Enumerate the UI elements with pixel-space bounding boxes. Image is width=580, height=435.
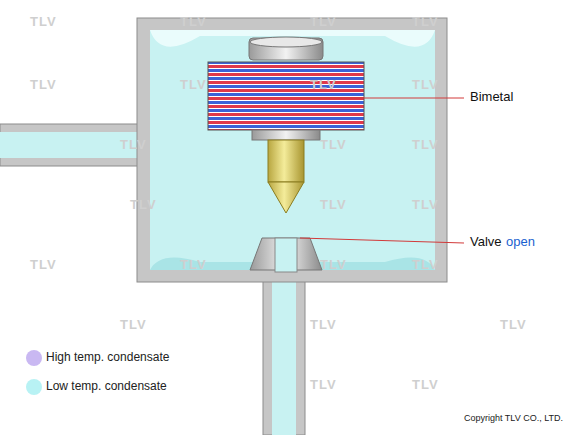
legend-text: High temp. condensate xyxy=(46,351,169,365)
watermark: TLV xyxy=(412,15,439,30)
watermark: TLV xyxy=(120,318,147,333)
state-label: open xyxy=(506,235,535,250)
watermark: TLV xyxy=(320,138,347,153)
watermark: TLV xyxy=(120,138,147,153)
part-label: Valve xyxy=(470,235,502,250)
watermark: TLV xyxy=(310,78,337,93)
legend-swatch xyxy=(26,379,42,395)
watermark: TLV xyxy=(412,138,439,153)
watermark: TLV xyxy=(320,258,347,273)
watermark: TLV xyxy=(412,258,439,273)
watermark: TLV xyxy=(310,318,337,333)
legend-swatch xyxy=(26,350,42,366)
watermark: TLV xyxy=(180,258,207,273)
watermark: TLV xyxy=(412,378,439,393)
watermark: TLV xyxy=(30,15,57,30)
watermark: TLV xyxy=(180,78,207,93)
watermark: TLV xyxy=(412,78,439,93)
watermark: TLV xyxy=(310,15,337,30)
watermark: TLV xyxy=(130,198,157,213)
watermark: TLV xyxy=(30,78,57,93)
leader-line xyxy=(300,238,464,243)
copyright-note: Copyright TLV CO., LTD. xyxy=(464,413,563,423)
watermark: TLV xyxy=(412,198,439,213)
watermark: TLV xyxy=(310,378,337,393)
watermark: TLV xyxy=(320,198,347,213)
part-label: Bimetal xyxy=(470,90,513,105)
legend-text: Low temp. condensate xyxy=(46,380,167,394)
watermark: TLV xyxy=(30,258,57,273)
leader-line xyxy=(300,98,464,99)
watermark: TLV xyxy=(500,318,527,333)
watermark: TLV xyxy=(180,15,207,30)
